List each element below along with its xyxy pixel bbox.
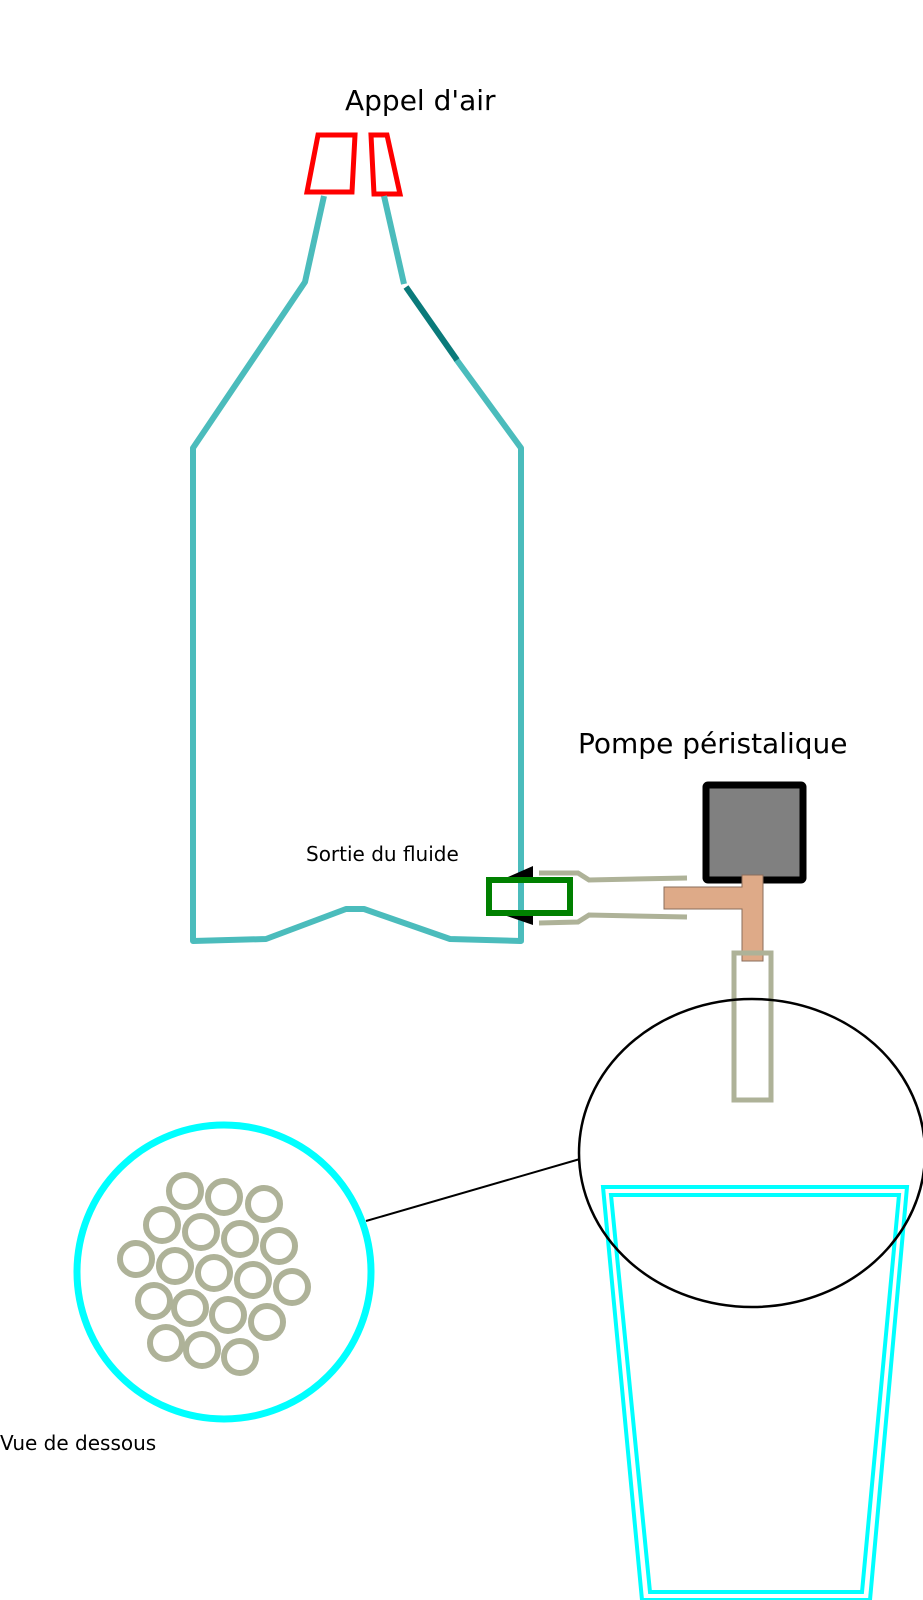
valve-tip-top [501, 866, 533, 880]
collection-glass [600, 1185, 910, 1600]
label-bottom-view: Vue de dessous [0, 1431, 156, 1455]
outlet-tube-bottom [538, 912, 688, 926]
drop-tube [731, 950, 774, 1103]
zoom-circle [577, 997, 923, 1309]
bottle-outline-left [190, 195, 524, 944]
tube-cross-section [183, 1331, 221, 1369]
tube-cross-section [135, 1282, 173, 1320]
tube-cross-section [171, 1289, 209, 1327]
tube-cross-section [221, 1220, 259, 1258]
tube-cross-section [209, 1296, 247, 1334]
outlet-tube-top [539, 870, 688, 883]
tube-cross-section [205, 1178, 243, 1216]
peristaltic-pump [702, 781, 807, 884]
tube-cross-section [260, 1227, 298, 1265]
tube-cross-section [248, 1303, 286, 1341]
bottle-outline-right-neck [381, 195, 407, 285]
label-pump: Pompe péristalique [578, 727, 848, 760]
outlet-valve [486, 866, 573, 925]
air-intake-cap [303, 132, 404, 197]
tube-cross-section [273, 1268, 311, 1306]
glass-outline-inner [608, 1193, 902, 1594]
valve-body [486, 877, 573, 916]
tube-cross-section [117, 1240, 155, 1278]
tube-cross-section [147, 1324, 185, 1362]
glass-outline-outer [600, 1185, 910, 1600]
tube-cross-section [143, 1206, 181, 1244]
zoom-connector-line [365, 1158, 581, 1222]
tube-cross-section [182, 1213, 220, 1251]
tube-cross-section [195, 1254, 233, 1292]
bottom-view-tube-bundle [117, 1172, 311, 1376]
tube-cross-section [221, 1338, 259, 1376]
bottle-highlight-segment [403, 285, 460, 362]
tube-cross-section [166, 1172, 204, 1210]
t-connector [663, 874, 764, 962]
tube-cross-section [156, 1247, 194, 1285]
cap-right-piece [368, 132, 404, 197]
valve-tip-bottom [501, 914, 533, 925]
tube-cross-section [245, 1185, 283, 1223]
tube-cross-section [234, 1261, 272, 1299]
label-air-intake: Appel d'air [345, 84, 496, 117]
bottom-view-circle [73, 1121, 375, 1423]
bottle [190, 195, 524, 944]
label-fluid-outlet: Sortie du fluide [306, 842, 459, 866]
outlet-tube [538, 870, 688, 926]
cap-left-piece [303, 132, 358, 195]
